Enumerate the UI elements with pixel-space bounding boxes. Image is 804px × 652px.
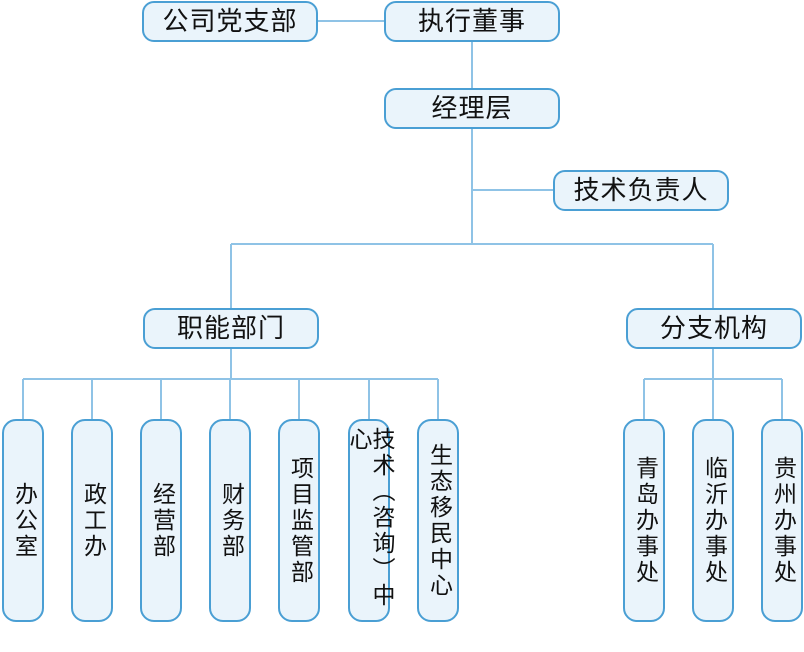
dept-eco-migration-box: 生态移民中心	[417, 419, 459, 622]
branch-guizhou-box: 贵州办事处	[761, 419, 803, 622]
dept-business-label: 经营部	[148, 481, 175, 560]
party-branch-label: 公司党支部	[162, 6, 298, 37]
management-box: 经理层	[384, 88, 560, 129]
dept-finance-box: 财务部	[209, 419, 251, 622]
branch-qingdao-label: 青岛办事处	[631, 455, 658, 586]
dept-business-box: 经营部	[140, 419, 182, 622]
functional-departments-box: 职能部门	[143, 308, 319, 349]
branch-linyi-label: 临沂办事处	[700, 455, 727, 586]
dept-office-box: 办公室	[2, 419, 44, 622]
dept-office-label: 办公室	[10, 481, 37, 560]
dept-eco-migration-label: 生态移民中心	[425, 442, 452, 599]
executive-director-box: 执行董事	[384, 1, 560, 42]
branch-linyi-box: 临沂办事处	[692, 419, 734, 622]
dept-finance-label: 财务部	[217, 481, 244, 560]
branch-offices-label: 分支机构	[659, 313, 768, 344]
branch-qingdao-box: 青岛办事处	[623, 419, 665, 622]
dept-tech-consulting-box: 技术（咨询）中心	[345, 419, 394, 622]
dept-project-supervision-box: 项目监管部	[278, 419, 320, 622]
dept-project-supervision-label: 项目监管部	[286, 455, 313, 586]
dept-political-work-label: 政工办	[79, 481, 106, 560]
management-label: 经理层	[431, 93, 513, 124]
dept-political-work-box: 政工办	[71, 419, 113, 622]
dept-tech-consulting-label: 技术（咨询）中心	[345, 427, 394, 609]
functional-departments-label: 职能部门	[176, 313, 285, 344]
party-branch-box: 公司党支部	[142, 1, 318, 42]
technical-lead-box: 技术负责人	[553, 170, 729, 211]
technical-lead-label: 技术负责人	[573, 175, 709, 206]
branch-guizhou-label: 贵州办事处	[769, 455, 796, 586]
branch-offices-box: 分支机构	[626, 308, 802, 349]
executive-director-label: 执行董事	[417, 6, 526, 37]
